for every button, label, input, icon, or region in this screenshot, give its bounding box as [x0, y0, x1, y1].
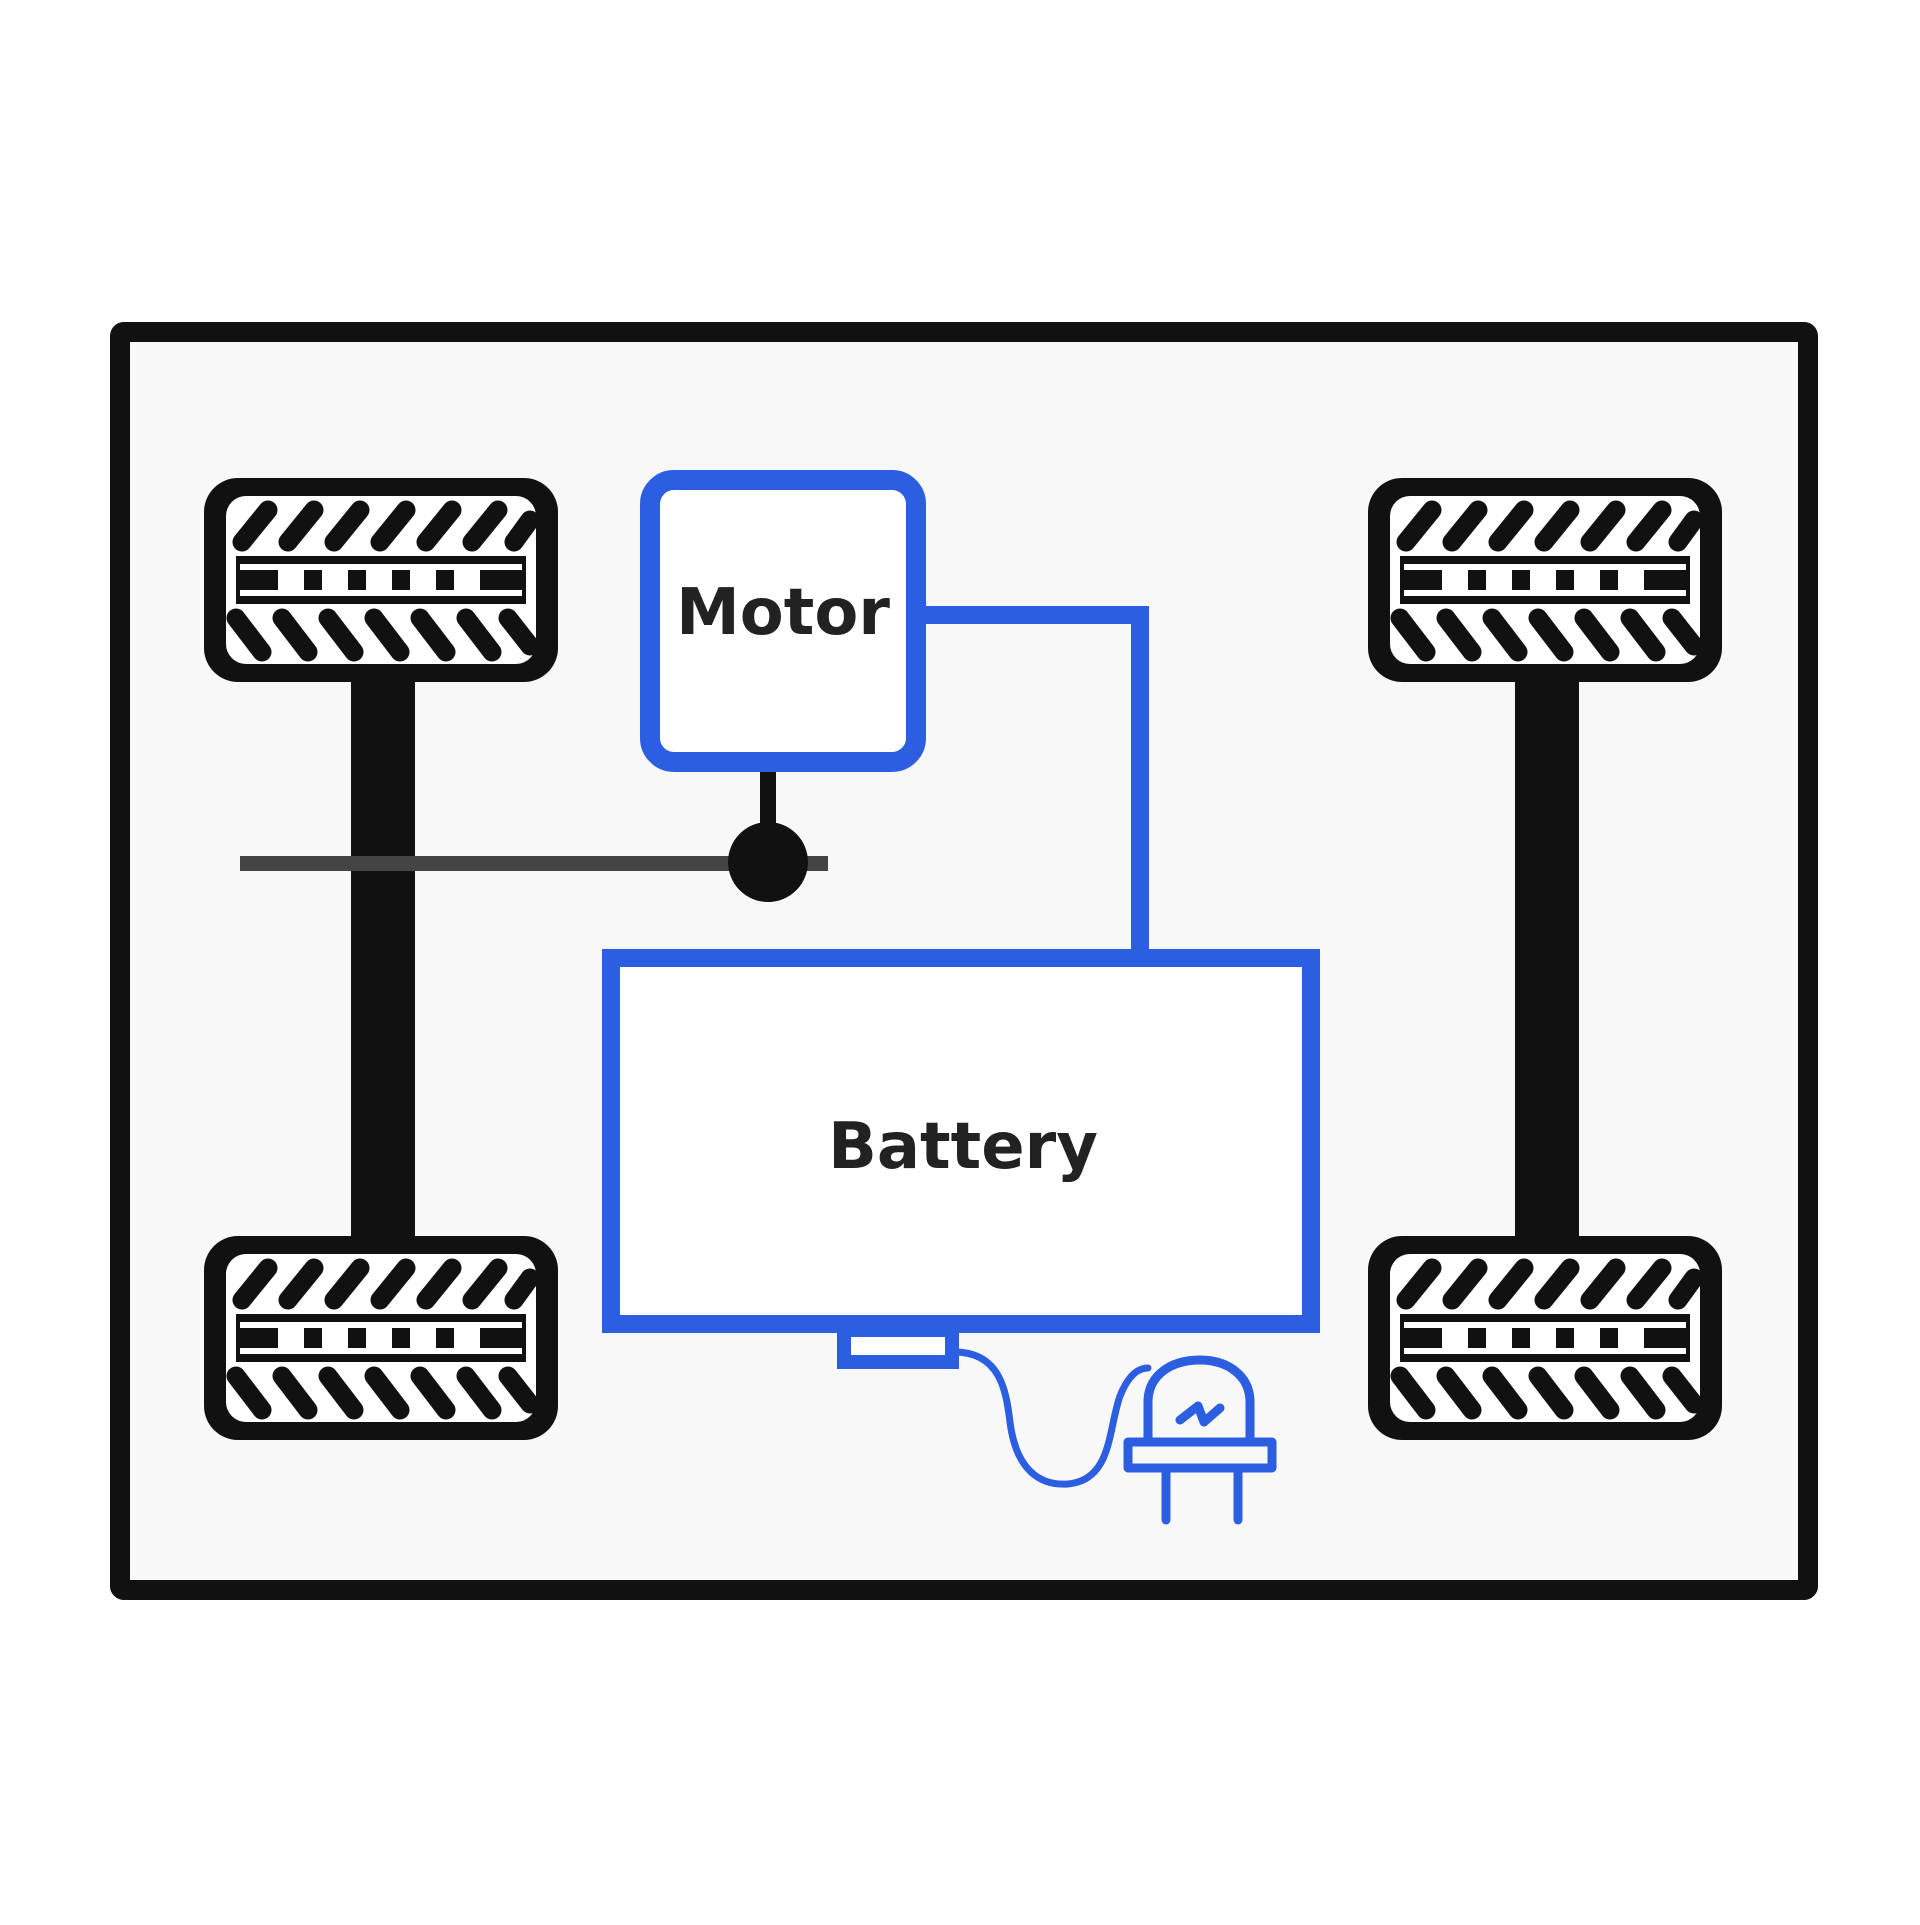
battery-label: Battery [828, 1110, 1098, 1184]
left-axle [351, 660, 415, 1260]
differential-joint [728, 822, 808, 902]
wheel-front-left [204, 478, 558, 682]
motor-label: Motor [676, 576, 890, 650]
wheel-front-right [1368, 478, 1722, 682]
wheel-rear-left [204, 1236, 558, 1440]
battery-box [602, 949, 1320, 1333]
charging-cable [950, 1348, 1152, 1488]
charging-plug-icon [1123, 1355, 1277, 1525]
charging-port [837, 1323, 959, 1369]
power-wire [912, 606, 1149, 958]
drive-shaft [240, 856, 828, 871]
motor-box [640, 470, 926, 772]
right-axle [1515, 660, 1579, 1260]
wheel-rear-right [1368, 1236, 1722, 1440]
